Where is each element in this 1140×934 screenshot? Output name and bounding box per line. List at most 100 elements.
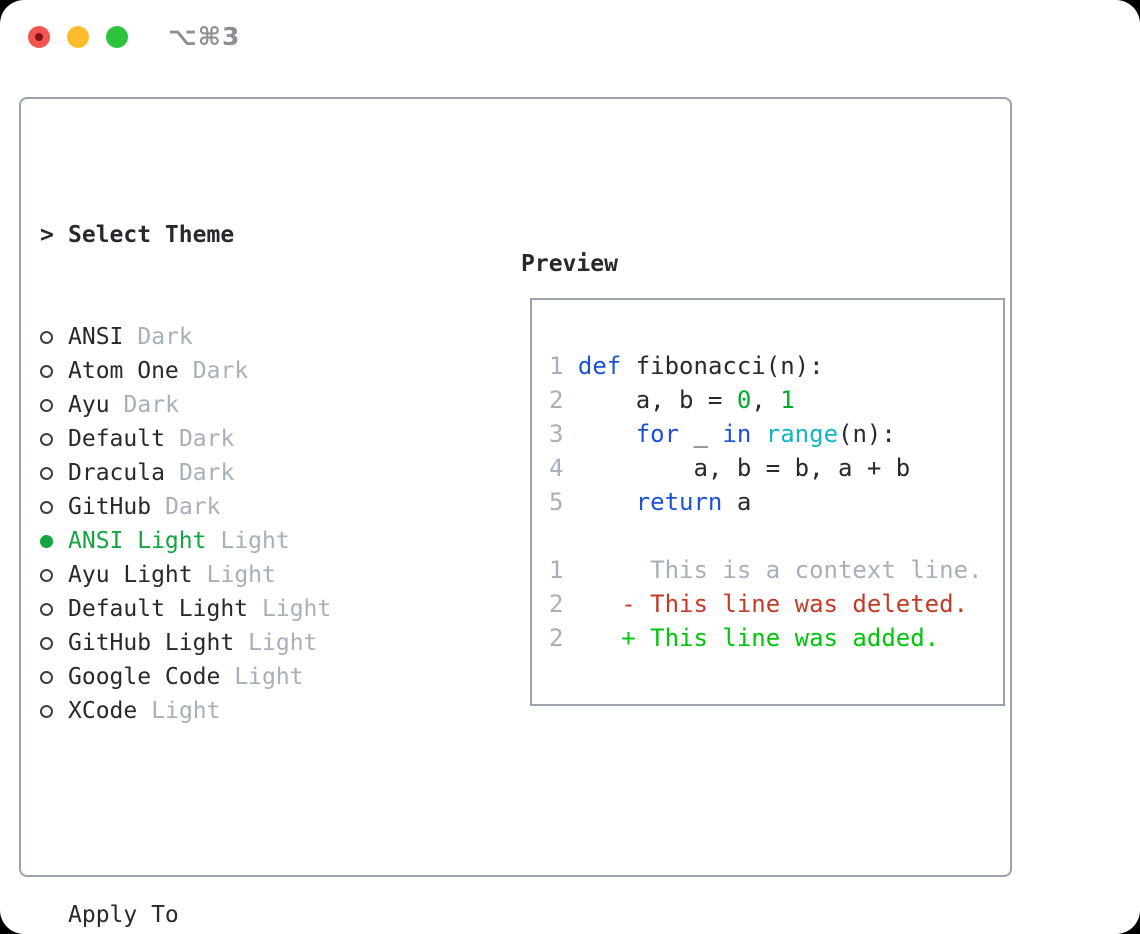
code-token: (n): bbox=[838, 420, 896, 448]
theme-option[interactable]: Ayu Dark bbox=[40, 388, 490, 422]
line-number: 2 bbox=[549, 624, 564, 652]
titlebar: ⌥⌘3 bbox=[0, 0, 1140, 75]
option-tag: Light bbox=[248, 630, 318, 656]
radio-icon bbox=[40, 432, 53, 446]
window-title: ⌥⌘3 bbox=[168, 22, 241, 51]
option-label: ANSI bbox=[68, 324, 124, 350]
code-token: This is a context line. bbox=[577, 556, 983, 584]
code-token: a, b = bbox=[577, 386, 737, 414]
code-token: _ bbox=[679, 420, 723, 448]
option-label: GitHub bbox=[68, 494, 152, 520]
line-number: 1 bbox=[549, 556, 564, 584]
code-line: 2 a, b = 0, 1 bbox=[549, 383, 982, 417]
line-number: 1 bbox=[549, 352, 564, 380]
close-button[interactable] bbox=[28, 26, 50, 48]
zoom-button[interactable] bbox=[106, 26, 128, 48]
code-token: in bbox=[722, 420, 752, 448]
option-label: Dracula bbox=[68, 460, 165, 486]
radio-icon bbox=[40, 398, 53, 412]
radio-icon bbox=[40, 466, 53, 480]
theme-option[interactable]: XCode Light bbox=[40, 694, 490, 728]
option-tag: Dark bbox=[192, 358, 249, 384]
option-tag: Dark bbox=[123, 392, 179, 418]
prompt-caret: > bbox=[40, 222, 54, 248]
line-number: 4 bbox=[549, 454, 564, 482]
minimize-button[interactable] bbox=[67, 26, 89, 48]
code-line bbox=[549, 519, 982, 553]
code-token bbox=[751, 420, 765, 448]
line-number: 5 bbox=[549, 488, 564, 516]
code-token: a, b = b, a + b bbox=[577, 454, 911, 482]
option-label: ANSI Light bbox=[68, 528, 207, 554]
apply-to-title: Apply To bbox=[68, 902, 179, 928]
theme-option[interactable]: Dracula Dark bbox=[40, 456, 490, 490]
code-token: 1 bbox=[780, 386, 795, 414]
radio-icon bbox=[40, 704, 53, 718]
option-label: Ayu bbox=[68, 392, 110, 418]
option-label: XCode bbox=[68, 698, 138, 724]
code-token bbox=[578, 488, 636, 516]
theme-option[interactable]: ANSI Dark bbox=[40, 320, 490, 354]
option-label: GitHub Light bbox=[68, 630, 235, 656]
radio-icon bbox=[40, 500, 53, 514]
line-number: 2 bbox=[549, 590, 564, 618]
code-token: 0 bbox=[736, 386, 752, 414]
picker-header: > Select Theme bbox=[40, 218, 490, 252]
option-tag: Light bbox=[262, 596, 332, 622]
option-label: Atom One bbox=[68, 358, 179, 384]
apply-to-header: Apply To bbox=[40, 898, 490, 932]
option-tag: Dark bbox=[137, 324, 193, 350]
radio-icon bbox=[40, 670, 53, 684]
code-token: a bbox=[722, 488, 752, 516]
theme-option[interactable]: ANSI Light Light bbox=[40, 524, 490, 558]
radio-icon bbox=[40, 568, 53, 582]
code-line: 3 for _ in range(n): bbox=[549, 417, 982, 451]
code-token: + This line was added. bbox=[577, 624, 940, 652]
theme-option[interactable]: GitHub Light Light bbox=[40, 626, 490, 660]
option-tag: Light bbox=[220, 528, 290, 554]
code-token: for bbox=[635, 420, 680, 448]
code-line: 5 return a bbox=[549, 485, 982, 519]
option-tag: Dark bbox=[165, 494, 221, 520]
radio-icon bbox=[40, 636, 53, 650]
theme-option[interactable]: Atom One Dark bbox=[40, 354, 490, 388]
theme-option[interactable]: Default Dark bbox=[40, 422, 490, 456]
theme-option[interactable]: Google Code Light bbox=[40, 660, 490, 694]
radio-selected-icon bbox=[40, 534, 53, 548]
option-tag: Light bbox=[206, 562, 276, 588]
option-tag: Dark bbox=[178, 460, 235, 486]
option-tag: Dark bbox=[178, 426, 235, 452]
line-number: 3 bbox=[549, 420, 564, 448]
option-tag: Light bbox=[234, 664, 304, 690]
code-line: 2 + This line was added. bbox=[549, 621, 982, 655]
code-line: 1 def fibonacci(n): bbox=[549, 349, 982, 383]
code-token: fibonacci(n): bbox=[621, 352, 824, 380]
code-token: , bbox=[751, 386, 781, 414]
code-line: 1 This is a context line. bbox=[549, 553, 982, 587]
code-line: 2 - This line was deleted. bbox=[549, 587, 982, 621]
preview-title: Preview bbox=[521, 251, 618, 277]
theme-option[interactable]: GitHub Dark bbox=[40, 490, 490, 524]
code-line: 4 a, b = b, a + b bbox=[549, 451, 982, 485]
picker-title: Select Theme bbox=[68, 222, 235, 248]
radio-icon bbox=[40, 364, 53, 378]
code-token: def bbox=[577, 352, 622, 380]
spacer bbox=[40, 796, 490, 830]
option-tag: Light bbox=[151, 698, 221, 724]
code-token bbox=[578, 420, 636, 448]
code-token: range bbox=[765, 420, 839, 448]
radio-icon bbox=[40, 602, 53, 616]
option-label: Default bbox=[68, 426, 165, 452]
code-token: - This line was deleted. bbox=[577, 590, 969, 618]
option-label: Google Code bbox=[68, 664, 221, 690]
radio-icon bbox=[40, 330, 53, 344]
line-number: 2 bbox=[549, 386, 564, 414]
